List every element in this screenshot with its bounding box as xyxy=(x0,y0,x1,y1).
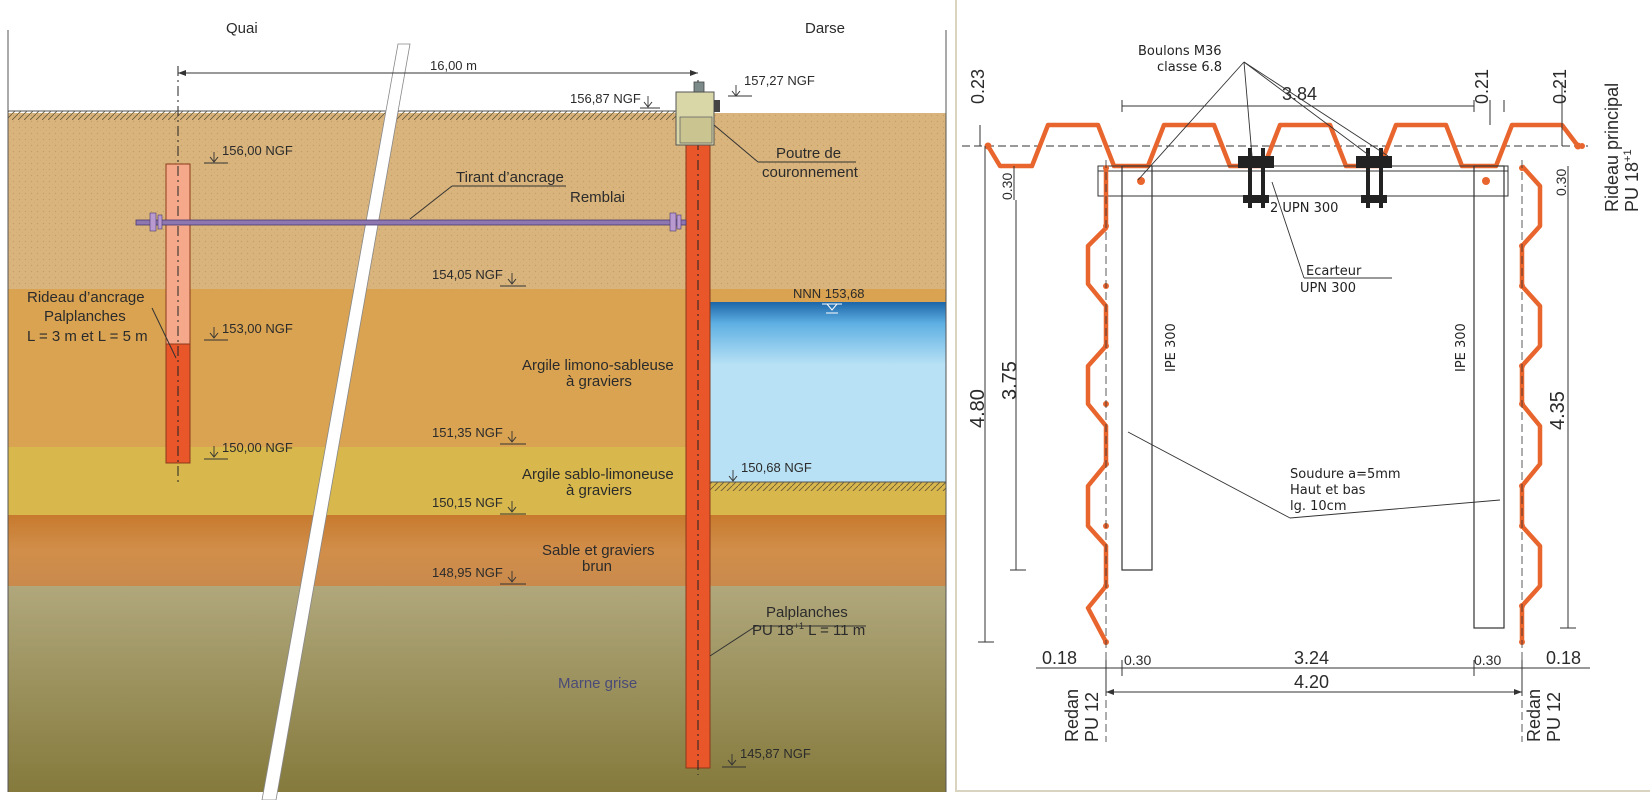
quai-label: Quai xyxy=(226,20,258,37)
poutre-label-line1: Poutre de xyxy=(776,145,841,162)
redan-left-pu-label: PU 12 xyxy=(1082,692,1102,742)
tie-rod xyxy=(135,212,687,232)
level-marker-top-cap: 157,27 NGF xyxy=(728,73,815,97)
boulons-label-line1: Boulons M36 xyxy=(1138,44,1222,59)
capping-beam xyxy=(675,81,720,146)
level-marker-pile-tip: 145,87 NGF xyxy=(722,746,811,768)
dim-0-21-b: 0.21 xyxy=(1550,69,1570,104)
dim-4-20: 4.20 xyxy=(1294,672,1329,692)
dim-0-30-top-right: 0.30 xyxy=(1553,169,1569,196)
svg-text:156,87 NGF: 156,87 NGF xyxy=(570,91,641,106)
level-marker-seabed: 150,68 NGF xyxy=(728,460,812,482)
svg-text:151,35 NGF: 151,35 NGF xyxy=(432,425,503,440)
right-plan-panel: Boulons M36 classe 6.8 2 UPN 300 Ecarteu… xyxy=(962,44,1642,742)
level-marker-anchor-bottom: 150,00 NGF xyxy=(204,440,293,460)
dim-0-18-right: 0.18 xyxy=(1546,648,1581,668)
level-marker-argile1-base: 151,35 NGF xyxy=(432,425,526,445)
svg-text:150,15 NGF: 150,15 NGF xyxy=(432,495,503,510)
marne-layer xyxy=(8,586,946,792)
sable-layer xyxy=(8,515,946,586)
argile2-label-line1: Argile sablo-limoneuse xyxy=(522,466,674,483)
bolt-left xyxy=(1238,148,1274,208)
remblai-label: Remblai xyxy=(570,189,625,206)
svg-text:145,87 NGF: 145,87 NGF xyxy=(740,746,811,761)
redan-left-label: Redan xyxy=(1062,689,1082,742)
argile2-label-line2: à graviers xyxy=(566,482,632,499)
level-marker-ground: 156,87 NGF xyxy=(570,91,660,109)
palplanches-label-line1: Palplanches xyxy=(766,604,848,621)
redan-right-label: Redan xyxy=(1524,689,1544,742)
dim-0-18-left: 0.18 xyxy=(1042,648,1077,668)
level-marker-argile2-base: 150,15 NGF xyxy=(432,495,526,515)
svg-text:154,05 NGF: 154,05 NGF xyxy=(432,267,503,282)
marne-label: Marne grise xyxy=(558,675,637,692)
left-section-panel: 16,00 m Quai Darse 157,27 NGF 156,87 NGF… xyxy=(7,20,947,800)
dim-0-23: 0.23 xyxy=(968,69,988,104)
remblai-texture xyxy=(8,113,946,289)
level-marker-anchor-top: 156,00 NGF xyxy=(204,143,293,164)
dim-0-30-bottom-right: 0.30 xyxy=(1474,652,1501,668)
svg-text:150,00 NGF: 150,00 NGF xyxy=(222,440,293,455)
soudure-label-line3: lg. 10cm xyxy=(1290,499,1346,514)
tirant-label: Tirant d’ancrage xyxy=(456,169,564,186)
poutre-label-line2: couronnement xyxy=(762,164,859,181)
ecarteur-label-line1: Ecarteur xyxy=(1306,264,1362,279)
rideau-principal-pu-label: PU 18+1 xyxy=(1622,149,1642,212)
dim-4-35: 4.35 xyxy=(1547,391,1569,430)
ground-hatch xyxy=(8,111,688,120)
main-sheet-pile xyxy=(685,80,711,775)
level-marker-anchor-mid: 153,00 NGF xyxy=(204,321,293,341)
rideau-label-line3: L = 3 m et L = 5 m xyxy=(27,328,148,345)
sable-label-line2: brun xyxy=(582,558,612,575)
boulons-label-line2: classe 6.8 xyxy=(1157,60,1222,75)
sable-label-line1: Sable et graviers xyxy=(542,542,655,559)
svg-text:157,27 NGF: 157,27 NGF xyxy=(744,73,815,88)
upn-waler xyxy=(1097,165,1509,197)
ipe-right-label: IPE 300 xyxy=(1454,323,1469,372)
dim-0-30-bottom-left: 0.30 xyxy=(1124,652,1151,668)
svg-text:NNN 153,68: NNN 153,68 xyxy=(793,286,865,301)
soudure-label-line2: Haut et bas xyxy=(1290,483,1366,498)
svg-text:148,95 NGF: 148,95 NGF xyxy=(432,565,503,580)
distance-label: 16,00 m xyxy=(430,58,477,73)
argile1-label-line1: Argile limono-sableuse xyxy=(522,357,674,374)
soudure-label-line1: Soudure a=5mm xyxy=(1290,467,1401,482)
level-marker-sable-base: 148,95 NGF xyxy=(432,565,526,585)
palplanches-label-line2: PU 18+1 L = 11 m xyxy=(752,621,865,639)
ipe-right xyxy=(1473,165,1505,629)
anchor-wall xyxy=(165,66,191,484)
darse-label: Darse xyxy=(805,20,845,37)
water-body xyxy=(710,302,946,482)
svg-text:153,00 NGF: 153,00 NGF xyxy=(222,321,293,336)
upn-label: 2 UPN 300 xyxy=(1270,201,1338,216)
water-level-marker: NNN 153,68 xyxy=(793,286,865,314)
dim-4-80: 4.80 xyxy=(967,389,989,428)
inclined-pile xyxy=(261,43,411,800)
seabed-hatch xyxy=(710,482,946,491)
dim-3-75: 3.75 xyxy=(999,361,1021,400)
argile1-label-line2: à graviers xyxy=(566,373,632,390)
rideau-label-line1: Rideau d’ancrage xyxy=(27,289,145,306)
ecarteur-label-line2: UPN 300 xyxy=(1300,281,1356,296)
rideau-label-line2: Palplanches xyxy=(44,308,126,325)
ipe-left-label: IPE 300 xyxy=(1164,323,1179,372)
dim-3-84: 3.84 xyxy=(1282,84,1317,104)
dim-0-21-a: 0.21 xyxy=(1472,69,1492,104)
dim-3-24: 3.24 xyxy=(1294,648,1329,668)
redan-left xyxy=(1085,166,1109,644)
redan-right-pu-label: PU 12 xyxy=(1544,692,1564,742)
bolt-right xyxy=(1356,148,1392,208)
ipe-left xyxy=(1121,165,1153,571)
svg-text:150,68 NGF: 150,68 NGF xyxy=(741,460,812,475)
rideau-principal-label: Rideau principal xyxy=(1602,83,1622,212)
svg-text:156,00 NGF: 156,00 NGF xyxy=(222,143,293,158)
level-marker-remblai-base: 154,05 NGF xyxy=(432,267,526,287)
dim-0-30-top-left: 0.30 xyxy=(999,173,1015,200)
